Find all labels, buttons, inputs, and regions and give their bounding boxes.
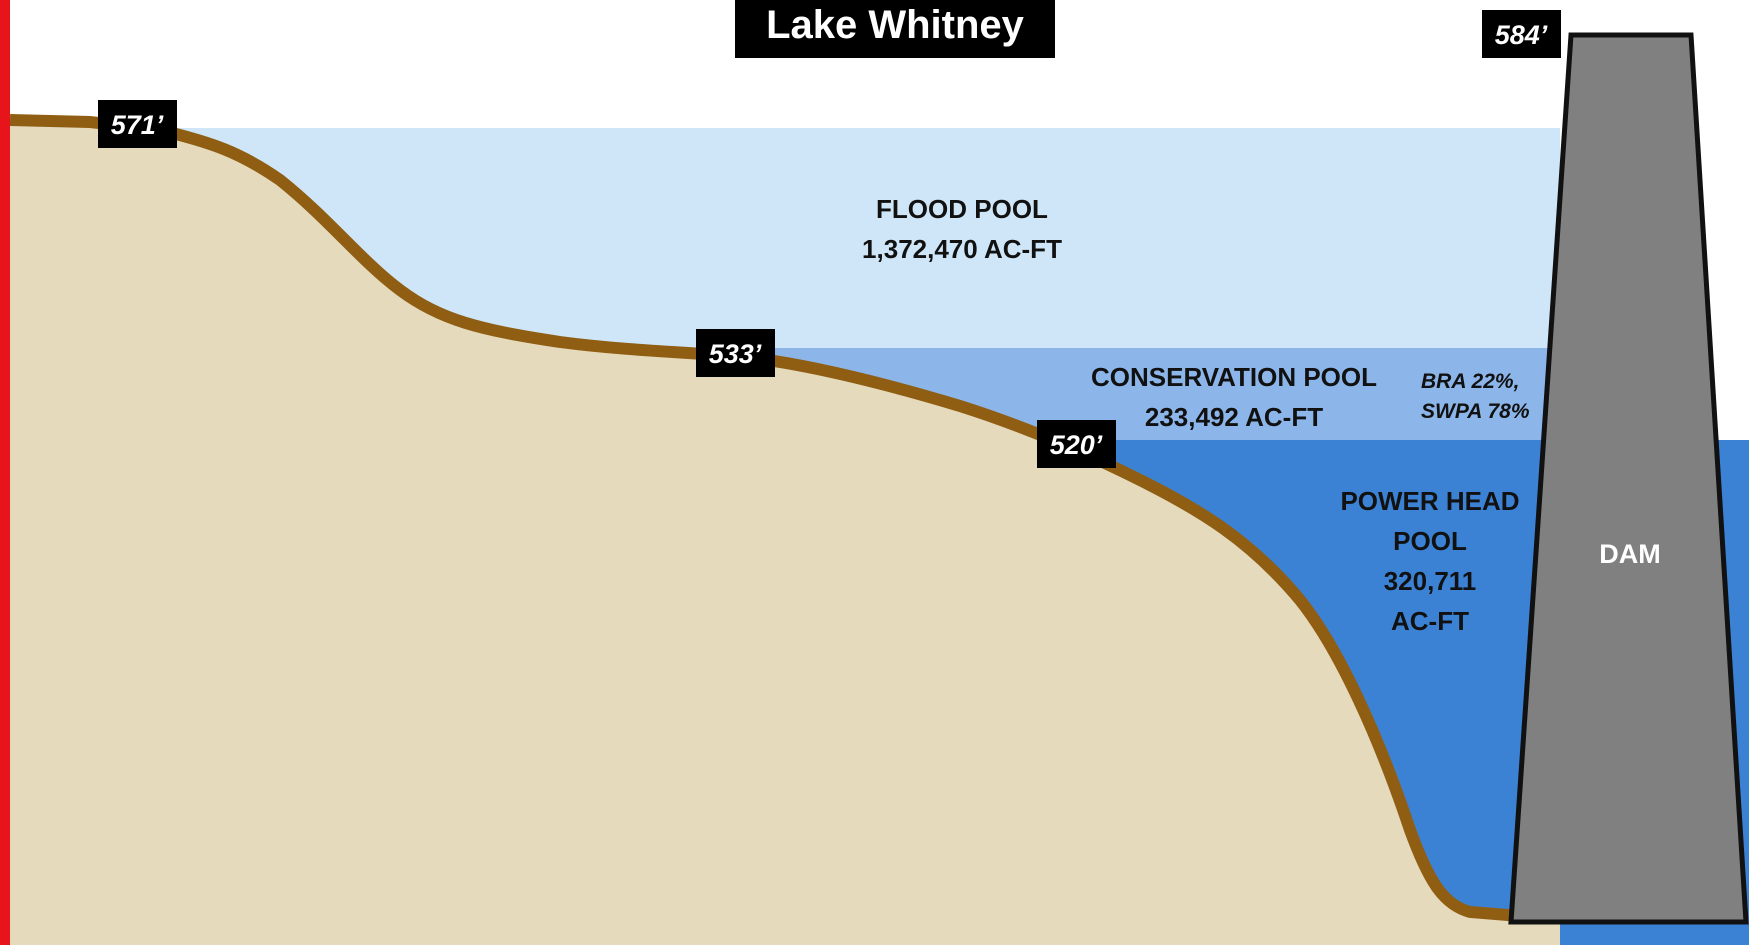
power-head-pool-label-line1: POWER HEAD <box>1340 486 1519 516</box>
elevation-marker-power-head-pool: 520’ <box>1037 420 1116 468</box>
conservation-pool-volume: 233,492 AC-FT <box>1145 402 1323 432</box>
conservation-pool-label: CONSERVATION POOL <box>1091 362 1377 392</box>
ground-area <box>10 120 1560 945</box>
svg-text:533’: 533’ <box>709 339 762 369</box>
elevation-marker-top-of-dam: 584’ <box>1482 10 1561 58</box>
dam <box>1508 32 1749 925</box>
flood-pool-label: FLOOD POOL <box>876 194 1048 224</box>
power-head-pool-label-line2: POOL <box>1393 526 1467 556</box>
title-box <box>735 0 1055 58</box>
dam-label: DAM <box>1599 539 1661 569</box>
conservation-share-line1: BRA 22%, <box>1421 370 1519 393</box>
elevation-marker-conservation-pool: 533’ <box>696 329 775 377</box>
diagram-title: Lake Whitney <box>766 3 1025 47</box>
conservation-share-line2: SWPA 78% <box>1421 400 1530 423</box>
left-border <box>0 0 10 945</box>
svg-text:571’: 571’ <box>111 110 164 140</box>
power-head-pool-unit: AC-FT <box>1391 606 1469 636</box>
power-head-pool-volume: 320,711 <box>1384 566 1477 596</box>
shoreline <box>9 114 1521 922</box>
svg-text:584’: 584’ <box>1495 20 1548 50</box>
flood-pool-volume: 1,372,470 AC-FT <box>862 234 1062 264</box>
svg-text:520’: 520’ <box>1050 430 1103 460</box>
elevation-marker-flood-pool: 571’ <box>98 100 177 148</box>
